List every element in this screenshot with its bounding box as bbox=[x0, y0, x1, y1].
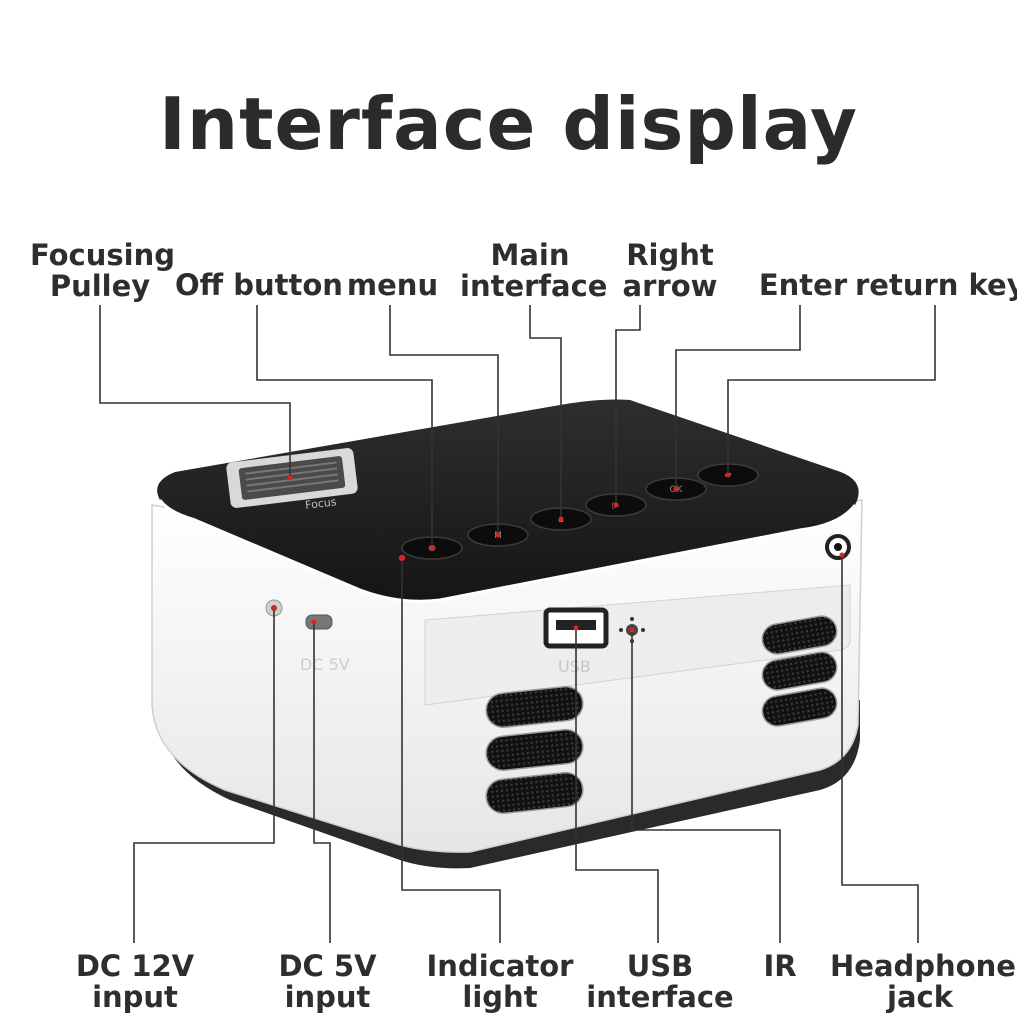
dc5v-mark: DC 5V bbox=[300, 655, 350, 674]
dc5v-port bbox=[305, 614, 333, 630]
marker-dots bbox=[271, 472, 845, 633]
label-dc12v-input: DC 12V input bbox=[75, 949, 195, 1014]
label-focusing-pulley: Focusing Pulley bbox=[30, 238, 175, 303]
front-panel bbox=[424, 584, 851, 706]
label-usb-interface: USB interface bbox=[586, 949, 734, 1014]
label-menu: menu bbox=[346, 268, 439, 302]
left-vents bbox=[485, 685, 584, 814]
label-dc5v-input: DC 5V input bbox=[278, 949, 377, 1014]
label-off-button: Off button bbox=[175, 268, 343, 302]
label-return-key: return key bbox=[855, 268, 1017, 302]
usb-mark: USB bbox=[558, 657, 591, 676]
label-enter: Enter bbox=[758, 268, 848, 302]
page-title: Interface display bbox=[159, 82, 858, 166]
leader-lines bbox=[99, 305, 936, 943]
label-ir: IR bbox=[763, 949, 797, 983]
label-right-arrow: Right arrow bbox=[622, 238, 718, 303]
right-vents bbox=[761, 615, 838, 727]
focus-mark: Focus bbox=[304, 495, 337, 512]
label-indicator-light: Indicator light bbox=[426, 949, 574, 1014]
label-main-interface: Main interface bbox=[460, 238, 608, 303]
label-headphone-jack: Headphone jack bbox=[830, 949, 1016, 1014]
